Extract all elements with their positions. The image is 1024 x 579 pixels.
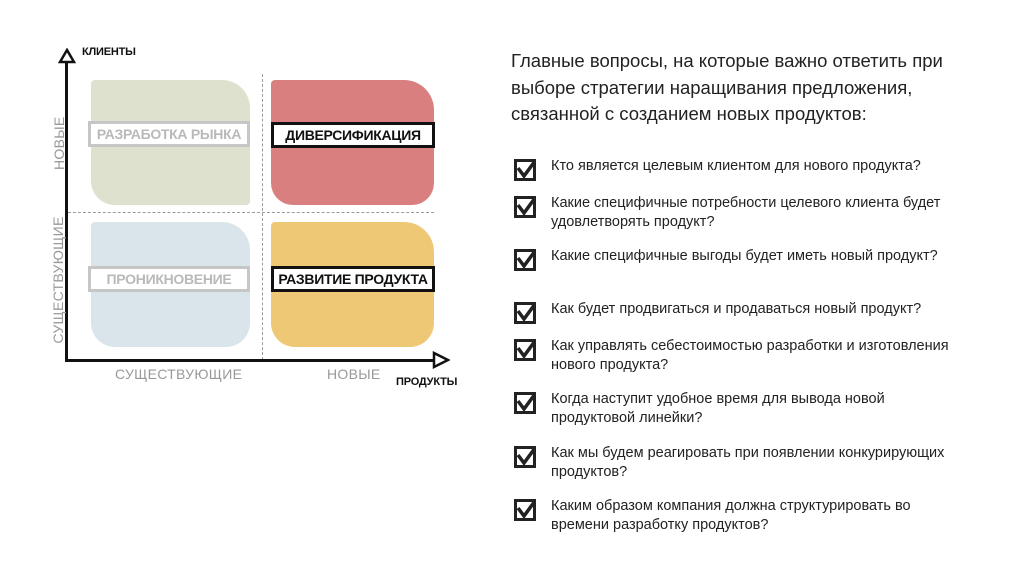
question-item: Каким образом компания должна структурир… xyxy=(514,497,971,535)
question-text: Как будет продвигаться и продаваться нов… xyxy=(551,301,922,317)
question-item: Как будет продвигаться и продаваться нов… xyxy=(514,300,971,324)
checkbox-checked-icon xyxy=(514,339,536,361)
question-item: Как мы будем реагировать при появлении к… xyxy=(514,444,971,482)
x-tick-new: НОВЫЕ xyxy=(327,366,381,382)
question-text: Какие специфичные выгоды будет иметь нов… xyxy=(551,248,938,264)
label-diversification: ДИВЕРСИФИКАЦИЯ xyxy=(271,122,435,148)
question-text: Как мы будем реагировать при появлении к… xyxy=(551,445,945,480)
questions-heading: Главные вопросы, на которые важно ответи… xyxy=(511,50,943,124)
x-tick-existing: СУЩЕСТВУЮЩИЕ xyxy=(115,366,243,382)
checkbox-checked-icon xyxy=(514,499,536,521)
question-item: Кто является целевым клиентом для нового… xyxy=(514,157,971,181)
vertical-divider xyxy=(262,74,263,360)
question-text: Как управлять себестоимостью разработки … xyxy=(551,338,949,373)
y-tick-new: НОВЫЕ xyxy=(51,116,67,170)
question-item: Когда наступит удобное время для вывода … xyxy=(514,390,971,428)
question-text: Когда наступит удобное время для вывода … xyxy=(551,391,885,426)
x-axis-title: ПРОДУКТЫ xyxy=(396,376,458,388)
question-item: Какие специфичные выгоды будет иметь нов… xyxy=(514,247,971,271)
arrow-up-icon xyxy=(58,48,76,64)
y-tick-existing: СУЩЕСТВУЮЩИЕ xyxy=(50,216,66,344)
question-item: Какие специфичные потребности целевого к… xyxy=(514,194,971,232)
question-text: Кто является целевым клиентом для нового… xyxy=(551,158,921,174)
label-market-development: РАЗРАБОТКА РЫНКА xyxy=(88,121,250,147)
y-axis-title: КЛИЕНТЫ xyxy=(82,46,136,58)
y-axis xyxy=(65,60,68,362)
x-axis xyxy=(65,359,440,362)
question-item: Как управлять себестоимостью разработки … xyxy=(514,337,971,375)
question-text: Каким образом компания должна структурир… xyxy=(551,498,911,533)
arrow-right-icon xyxy=(432,351,450,369)
label-product-development: РАЗВИТИЕ ПРОДУКТА xyxy=(271,266,435,292)
checkbox-checked-icon xyxy=(514,392,536,414)
checkbox-checked-icon xyxy=(514,196,536,218)
checkbox-checked-icon xyxy=(514,446,536,468)
checkbox-checked-icon xyxy=(514,302,536,324)
horizontal-divider xyxy=(68,212,434,213)
checkbox-checked-icon xyxy=(514,249,536,271)
checkbox-checked-icon xyxy=(514,159,536,181)
label-penetration: ПРОНИКНОВЕНИЕ xyxy=(88,266,250,292)
question-text: Какие специфичные потребности целевого к… xyxy=(551,195,941,230)
